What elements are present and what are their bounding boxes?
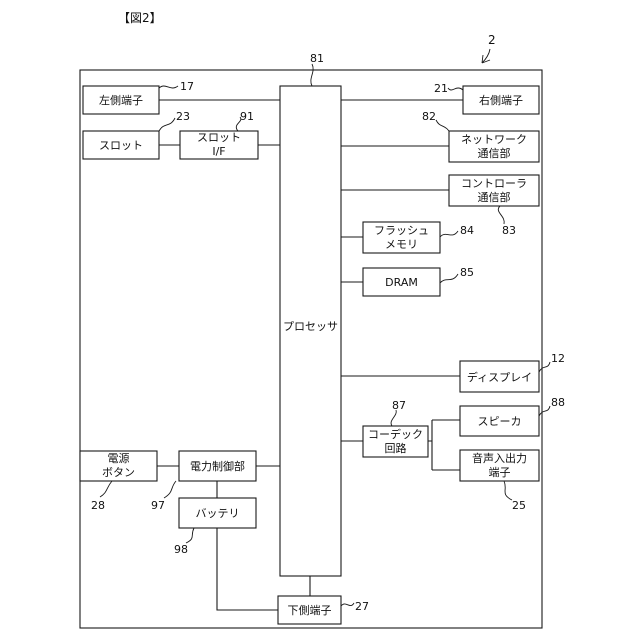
right-terminal-ref: 21 <box>434 82 448 95</box>
controller-label-line2: 通信部 <box>478 190 511 204</box>
audio-jack-ref: 25 <box>512 499 526 512</box>
slot-ref-leader <box>159 118 175 131</box>
display-ref: 12 <box>551 352 565 365</box>
power-button-ref-leader <box>100 481 112 497</box>
processor-label: プロセッサ <box>283 320 338 333</box>
dram-label: DRAM <box>385 276 418 289</box>
battery-ref: 98 <box>174 543 188 556</box>
slot-if-label-line2: I/F <box>212 145 225 158</box>
speaker-ref-leader <box>539 406 550 416</box>
bottom-terminal-ref-leader <box>341 603 354 606</box>
flash-memory-ref-leader <box>440 231 458 237</box>
flash-memory-ref: 84 <box>460 224 474 237</box>
slot-if-ref: 91 <box>240 110 254 123</box>
controller-ref-leader <box>498 206 504 224</box>
battery-ref-leader <box>186 528 194 543</box>
network-label-line2: 通信部 <box>478 146 511 160</box>
left-terminal-label: 左側端子 <box>99 94 143 107</box>
audio-jack-label-line2: 端子 <box>489 466 511 479</box>
figure-title: 【図2】 <box>118 11 162 25</box>
codec-ref: 87 <box>392 399 406 412</box>
display-label: ディスプレイ <box>467 370 532 384</box>
power-control-ref-leader <box>164 481 176 498</box>
slot-label: スロット <box>99 139 143 152</box>
wire-battery-to-bottom-terminal <box>217 528 278 610</box>
slot-if-label-line1: スロット <box>197 131 241 144</box>
power-control-label: 電力制御部 <box>190 459 245 473</box>
controller-label-line1: コントローラ <box>461 177 527 190</box>
power-button-ref: 28 <box>91 499 105 512</box>
right-terminal-label: 右側端子 <box>479 93 523 107</box>
device-ref-number: 2 <box>488 33 496 47</box>
bottom-terminal-ref: 27 <box>355 600 369 613</box>
power-button-label-line2: ボタン <box>102 466 135 479</box>
codec-label-line2: 回路 <box>385 442 407 455</box>
codec-ref-leader <box>391 410 396 426</box>
audio-jack-ref-leader <box>504 481 512 500</box>
device-ref-arrow <box>482 49 490 63</box>
dram-ref: 85 <box>460 266 474 279</box>
controller-ref: 83 <box>502 224 516 237</box>
flash-memory-label-line2: メモリ <box>385 238 418 251</box>
processor-ref-leader <box>311 64 313 86</box>
network-ref: 82 <box>422 110 436 123</box>
power-button-label-line1: 電源 <box>108 451 130 465</box>
slot-ref: 23 <box>176 110 190 123</box>
display-ref-leader <box>539 362 550 372</box>
network-label-line1: ネットワーク <box>461 133 527 146</box>
processor-ref: 81 <box>310 52 324 65</box>
battery-label: バッテリ <box>196 507 240 520</box>
right-terminal-ref-leader <box>448 88 463 90</box>
codec-label-line1: コーデック <box>368 427 423 441</box>
left-terminal-ref-leader <box>159 86 178 88</box>
speaker-label: スピーカ <box>478 415 522 428</box>
audio-jack-label-line1: 音声入出力 <box>472 451 527 465</box>
wire-codec-branches <box>428 420 460 470</box>
power-control-ref: 97 <box>151 499 165 512</box>
bottom-terminal-label: 下側端子 <box>288 604 332 617</box>
network-ref-leader <box>436 120 449 131</box>
speaker-ref: 88 <box>551 396 565 409</box>
left-terminal-ref: 17 <box>180 80 194 93</box>
dram-ref-leader <box>440 274 458 283</box>
flash-memory-label-line1: フラッシュ <box>374 224 429 237</box>
